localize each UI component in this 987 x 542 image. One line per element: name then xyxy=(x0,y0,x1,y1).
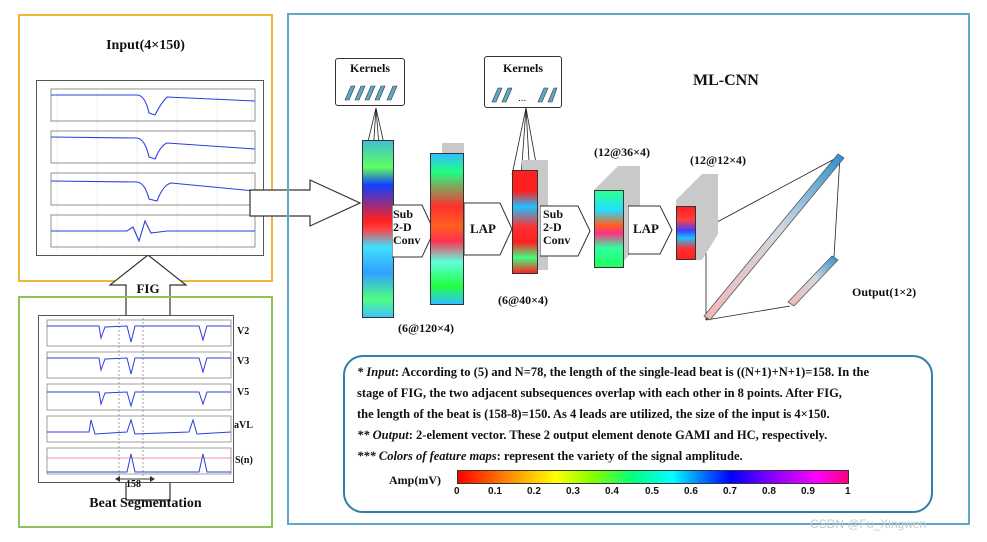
feature-map-2 xyxy=(512,170,538,274)
note-input-line-3: the length of the beat is (158-8)=150. A… xyxy=(357,407,830,421)
tick-2: 0.2 xyxy=(527,486,541,497)
tick-3: 0.3 xyxy=(566,486,580,497)
feature-map-3 xyxy=(594,190,624,268)
note-input-text-1: : According to (5) and N=78, the length … xyxy=(394,365,870,379)
map2-label: (6@40×4) xyxy=(498,293,548,307)
note-input: * Input: According to (5) and N=78, the … xyxy=(357,362,925,467)
tick-8: 0.8 xyxy=(762,486,776,497)
span-label: 158 xyxy=(126,479,141,490)
map4-label: (12@12×4) xyxy=(690,153,746,167)
tick-7: 0.7 xyxy=(723,486,737,497)
input-signals-plot xyxy=(36,80,264,256)
lead-signals-plot xyxy=(38,315,234,483)
sub-conv-arrow-1 xyxy=(392,204,435,258)
lap-arrow-1 xyxy=(464,202,513,256)
output-bars xyxy=(703,153,845,321)
lead-label-sn: S(n) xyxy=(235,455,253,466)
svg-text:...: ... xyxy=(518,93,526,104)
lap-arrow-2 xyxy=(628,205,673,255)
tick-5: 0.5 xyxy=(645,486,659,497)
output-label: Output(1×2) xyxy=(852,285,917,299)
feature-map-4 xyxy=(676,206,696,260)
tick-10: 1 xyxy=(845,486,851,497)
beat-segmentation-panel xyxy=(18,296,273,528)
tick-6: 0.6 xyxy=(684,486,698,497)
fig-label: FIG xyxy=(136,281,160,296)
kernels-label-2: Kernels xyxy=(503,61,543,75)
tick-9: 0.9 xyxy=(801,486,815,497)
lap-label-1: LAP xyxy=(470,221,496,236)
kernels-icons-1 xyxy=(344,85,398,101)
map3-label: (12@36×4) xyxy=(594,145,650,159)
feature-map-1 xyxy=(430,153,464,305)
feature-map-input-conv xyxy=(362,140,394,318)
cnn-title: ML-CNN xyxy=(693,72,759,89)
kernels-label-1: Kernels xyxy=(350,61,390,75)
lead-label-v3: V3 xyxy=(237,356,250,367)
sub-conv-arrow-2 xyxy=(540,205,591,257)
lead-label-v5: V5 xyxy=(237,387,250,398)
colorbar xyxy=(457,470,849,484)
colorbar-label: Amp(mV) xyxy=(389,473,441,487)
map1-label: (6@120×4) xyxy=(398,321,454,335)
tick-4: 0.4 xyxy=(605,486,619,497)
tick-1: 0.1 xyxy=(488,486,502,497)
lead-signal-traces xyxy=(46,318,232,478)
note-input-line-2: stage of FIG, the two adjacent subsequen… xyxy=(357,386,842,400)
span-arrow xyxy=(115,476,155,482)
cnn-panel xyxy=(287,13,970,525)
kernels-icons-2: ... xyxy=(491,87,558,104)
input-signal-traces xyxy=(50,88,256,251)
colorbar-ticks: 0 0.1 0.2 0.3 0.4 0.5 0.6 0.7 0.8 0.9 1 xyxy=(454,486,851,500)
notes-box xyxy=(343,355,933,513)
beat-panel-title: Beat Segmentation xyxy=(89,496,202,511)
lap-label-2: LAP xyxy=(633,221,659,236)
note-colors: *** Colors of feature maps: represent th… xyxy=(357,449,743,463)
tick-0: 0 xyxy=(454,486,460,497)
watermark: CSDN @Fu_Xingwen xyxy=(810,517,927,531)
note-input-prefix: * Input xyxy=(357,365,395,379)
lead-label-v2: V2 xyxy=(237,326,250,337)
sub-conv-label-2: Sub 2-D Conv xyxy=(543,207,571,247)
sub-conv-label-1: Sub 2-D Conv xyxy=(393,207,421,247)
lead-label-avl: aVL xyxy=(234,420,253,431)
input-panel-title: Input(4×150) xyxy=(106,38,185,53)
note-input-line-1: * Input: According to (5) and N=78, the … xyxy=(357,362,925,383)
note-output: ** Output: 2-element vector. These 2 out… xyxy=(357,428,828,442)
input-to-cnn-arrow xyxy=(249,179,362,227)
